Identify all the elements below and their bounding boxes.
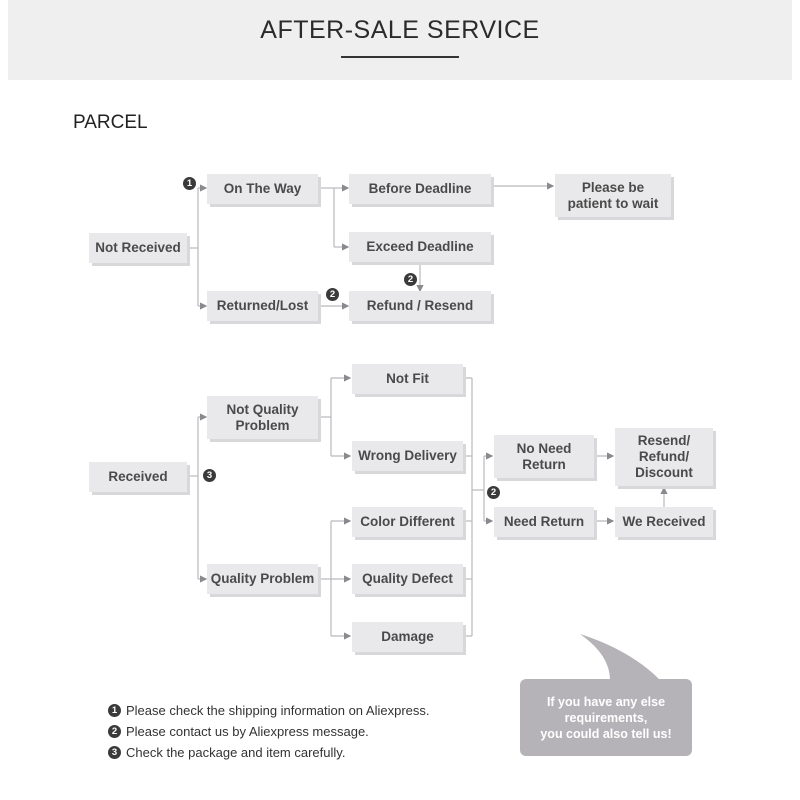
note-text: Check the package and item carefully. bbox=[126, 745, 346, 760]
received-box: Received bbox=[89, 462, 187, 492]
exceed-deadline-box: Exceed Deadline bbox=[349, 232, 491, 262]
note-2: 2 Please contact us by Aliexpress messag… bbox=[108, 724, 369, 739]
quality-defect-box: Quality Defect bbox=[352, 564, 463, 594]
step-badge-1: 1 bbox=[108, 704, 121, 717]
not-received-box: Not Received bbox=[89, 233, 187, 263]
note-3: 3 Check the package and item carefully. bbox=[108, 745, 345, 760]
note-1: 1 Please check the shipping information … bbox=[108, 703, 430, 718]
note-text: Please contact us by Aliexpress message. bbox=[126, 724, 369, 739]
returned-lost-box: Returned/Lost bbox=[207, 291, 318, 321]
resend-refund-discount-box: Resend/ Refund/ Discount bbox=[615, 428, 713, 486]
step-badge-3: 3 bbox=[108, 746, 121, 759]
no-need-return-box: No Need Return bbox=[494, 435, 594, 478]
title-underline bbox=[341, 56, 459, 58]
page-title: AFTER-SALE SERVICE bbox=[260, 16, 540, 44]
speech-bubble: If you have any else requirements, you c… bbox=[520, 679, 692, 756]
step-badge-3: 3 bbox=[203, 469, 216, 482]
please-be-patient-box: Please be patient to wait bbox=[555, 174, 671, 217]
refund-resend-box: Refund / Resend bbox=[349, 291, 491, 321]
need-return-box: Need Return bbox=[494, 507, 594, 537]
we-received-box: We Received bbox=[615, 507, 713, 537]
step-badge-2: 2 bbox=[487, 486, 500, 499]
wrong-delivery-box: Wrong Delivery bbox=[352, 441, 463, 471]
color-different-box: Color Different bbox=[352, 507, 463, 537]
step-badge-2: 2 bbox=[108, 725, 121, 738]
section-title: PARCEL bbox=[73, 112, 148, 133]
header-banner: AFTER-SALE SERVICE bbox=[8, 0, 792, 80]
step-badge-2: 2 bbox=[326, 288, 339, 301]
step-badge-1: 1 bbox=[183, 177, 196, 190]
on-the-way-box: On The Way bbox=[207, 174, 318, 204]
damage-box: Damage bbox=[352, 622, 463, 652]
quality-problem-box: Quality Problem bbox=[207, 564, 318, 594]
not-fit-box: Not Fit bbox=[352, 364, 463, 394]
not-quality-problem-box: Not Quality Problem bbox=[207, 396, 318, 439]
speech-bubble-tail bbox=[580, 634, 660, 680]
note-text: Please check the shipping information on… bbox=[126, 703, 430, 718]
step-badge-2: 2 bbox=[404, 273, 417, 286]
before-deadline-box: Before Deadline bbox=[349, 174, 491, 204]
